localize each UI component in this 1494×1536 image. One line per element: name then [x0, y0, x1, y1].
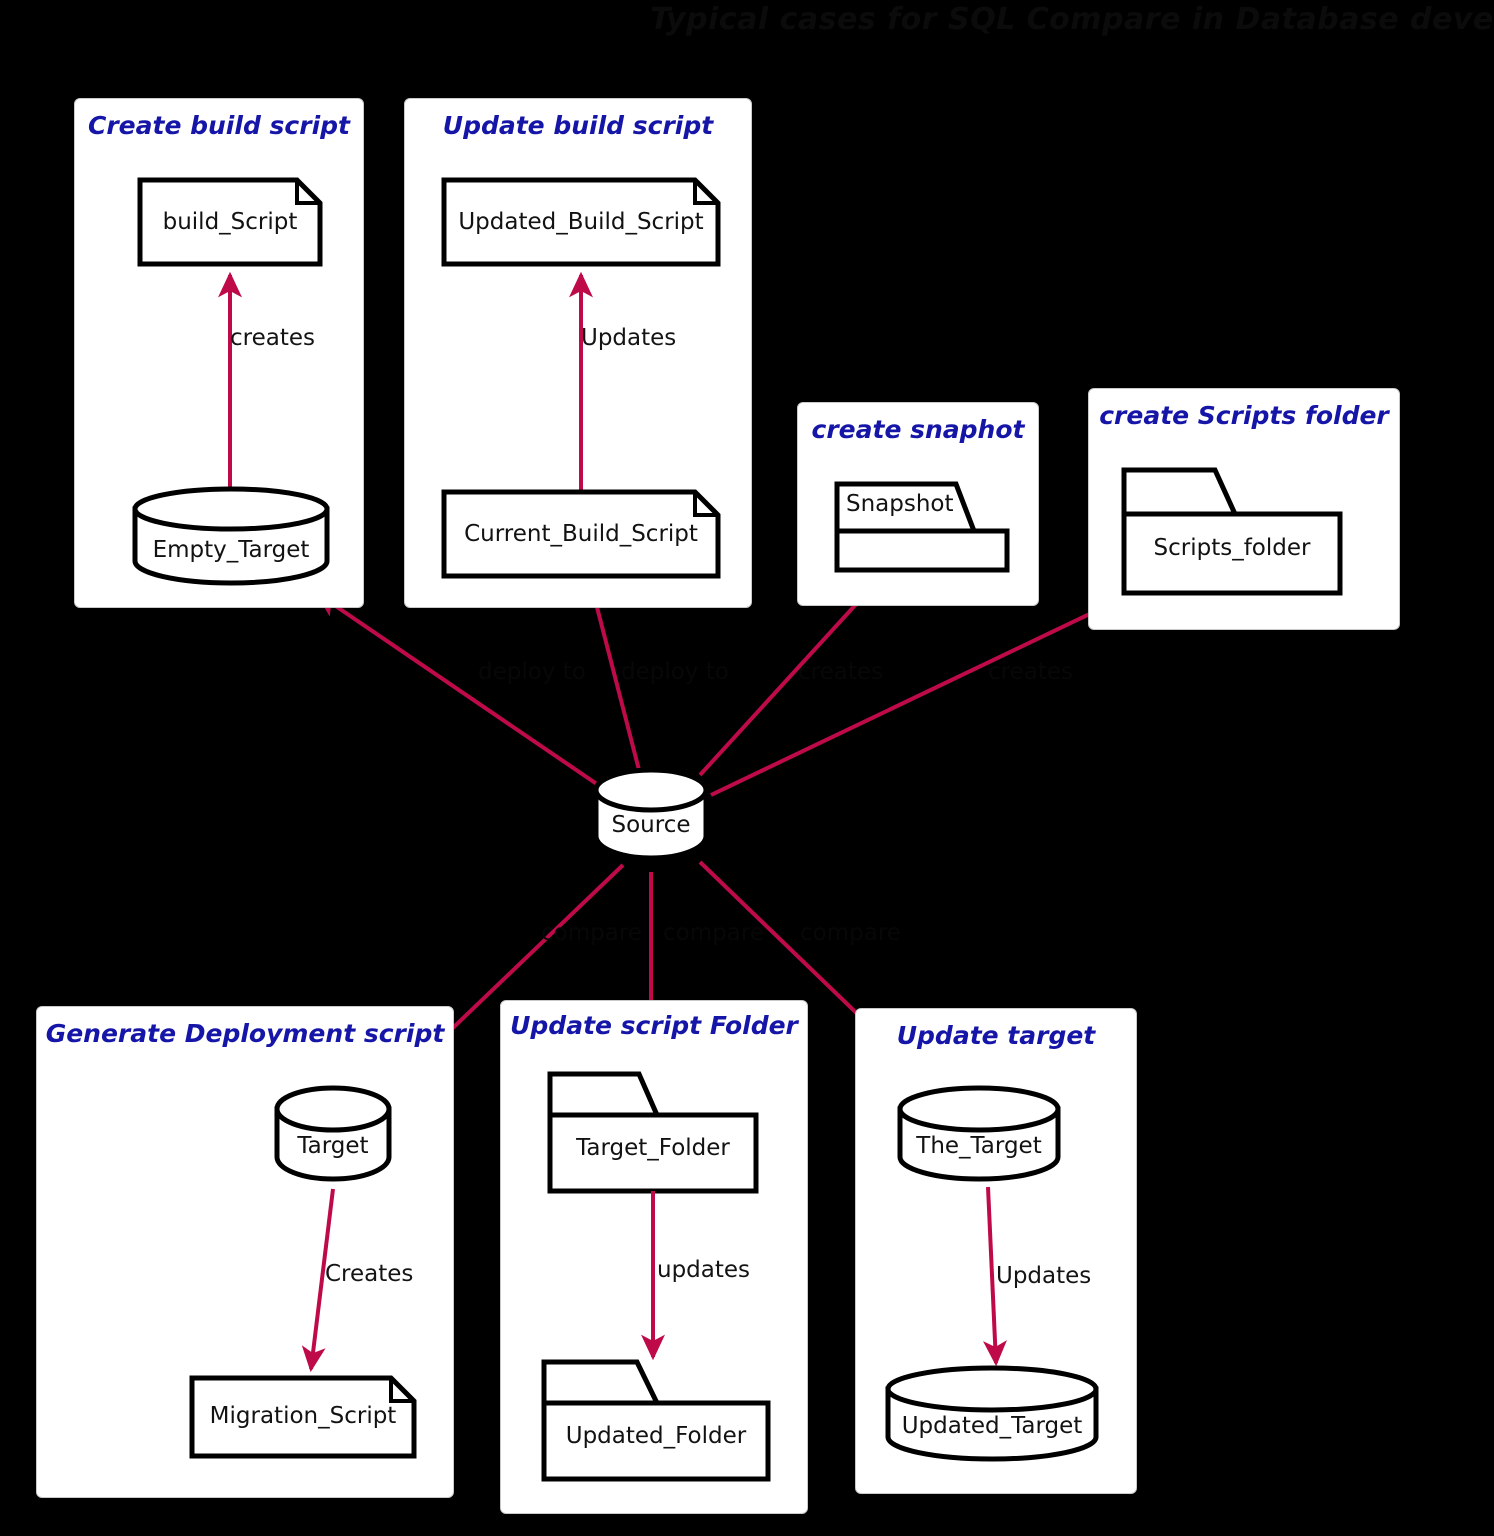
node-target[interactable]: Target	[273, 1085, 393, 1185]
node-updated-folder[interactable]: Updated_Folder	[541, 1359, 771, 1483]
node-empty-target[interactable]: Empty_Target	[131, 486, 331, 586]
diagram-title: Typical cases for SQL Compare in Databas…	[650, 2, 1494, 37]
edge-label-updates-build: Updates	[581, 325, 677, 351]
edge-label-updates-target: Updates	[996, 1263, 1092, 1289]
edge-label-source-to-current-build-script: deploy to	[621, 659, 729, 685]
panel-create-build-script: Create build script build_Script creates…	[74, 98, 364, 608]
edge-label-source-to-empty-target: deploy to	[478, 659, 586, 685]
node-the-target[interactable]: The_Target	[896, 1085, 1062, 1185]
panel-create-snaphot: create snaphot Snapshot	[797, 402, 1039, 606]
node-migration-script[interactable]: Migration_Script	[189, 1375, 417, 1459]
edge-label-creates: creates	[230, 325, 315, 351]
node-updated-target[interactable]: Updated_Target	[884, 1365, 1100, 1465]
node-source[interactable]: Source	[592, 767, 710, 864]
panel-update-target: Update target The_Target Updates Updated…	[855, 1008, 1137, 1494]
node-target-folder[interactable]: Target_Folder	[547, 1071, 759, 1195]
node-snapshot[interactable]: Snapshot	[834, 481, 1010, 573]
edge-label-source-to-the-target: compare	[800, 920, 901, 946]
panel-update-script-folder: Update script Folder Target_Folder updat…	[500, 1000, 808, 1514]
node-current-build-script[interactable]: Current_Build_Script	[441, 489, 721, 579]
panel-title-create-snaphot: create snaphot	[811, 415, 1025, 444]
panel-update-build-script: Update build script Updated_Build_Script…	[404, 98, 752, 608]
node-updated-build-script[interactable]: Updated_Build_Script	[441, 177, 721, 267]
panel-create-scripts-folder: create Scripts folder Scripts_folder	[1088, 388, 1400, 630]
node-build-script[interactable]: build_Script	[137, 177, 323, 267]
edge-label-updates-folder: updates	[657, 1257, 751, 1283]
panel-title-update-target: Update target	[896, 1021, 1096, 1050]
node-scripts-folder[interactable]: Scripts_folder	[1121, 467, 1343, 597]
edge-source-to-scripts-folder	[710, 596, 1126, 797]
edge-label-source-to-target-folder: compare	[663, 920, 764, 946]
panel-generate-deployment-script: Generate Deployment script Target Create…	[36, 1006, 454, 1498]
edge-label-source-to-scripts-folder: creates	[988, 659, 1073, 685]
panel-title-update-build-script: Update build script	[442, 111, 714, 140]
panel-title-update-script-folder: Update script Folder	[510, 1011, 798, 1040]
edge-source-to-empty-target	[315, 592, 612, 795]
panel-title-generate-deployment-script: Generate Deployment script	[45, 1019, 445, 1048]
edge-label-source-to-snapshot: creates	[798, 659, 883, 685]
edge-label-source-to-target: compare	[541, 920, 642, 946]
edge-label-creates-migration: Creates	[325, 1261, 414, 1287]
panel-title-create-scripts-folder: create Scripts folder	[1099, 401, 1389, 430]
panel-title-create-build-script: Create build script	[88, 111, 350, 140]
